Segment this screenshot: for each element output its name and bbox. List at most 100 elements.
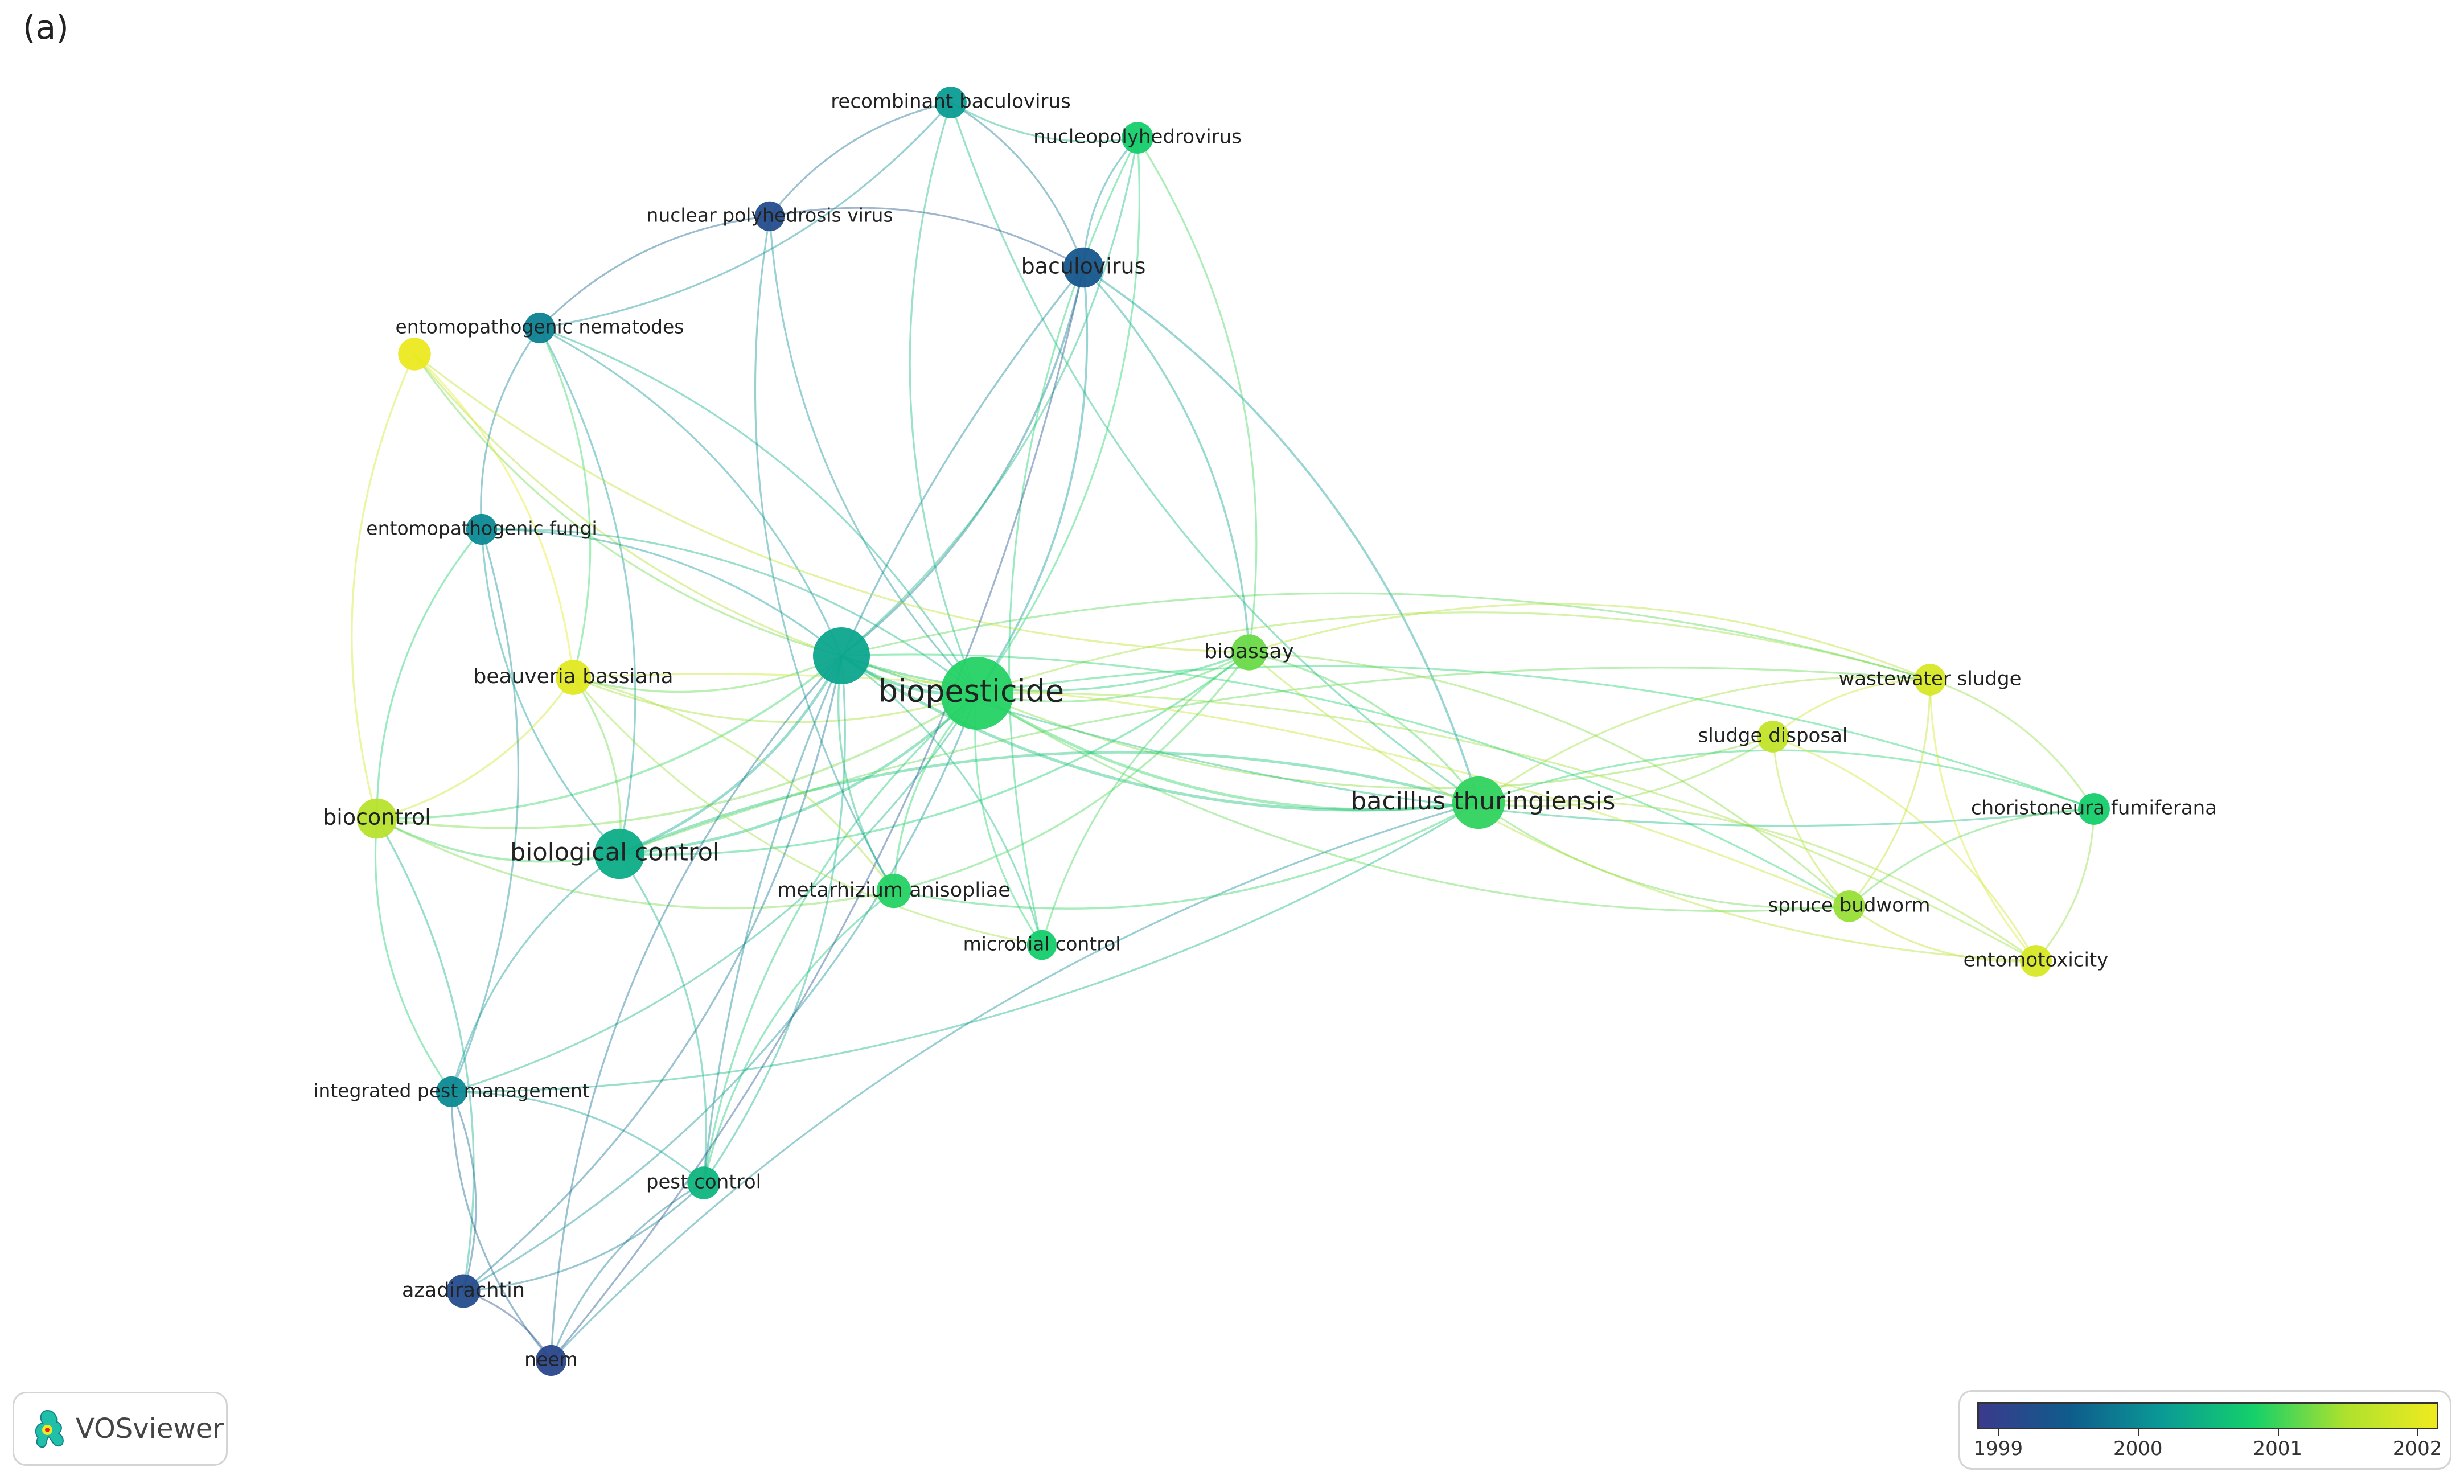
link-bacillus-baculovirus: [1082, 266, 1480, 803]
link-neem-hub: [550, 655, 843, 1361]
vosviewer-logo[interactable]: VOSviewer: [13, 1392, 228, 1466]
legend-gradient-bar: [1977, 1402, 2438, 1429]
link-hub-bioassay: [841, 651, 1250, 692]
label-epn: entomopathogenic nematodes: [395, 316, 684, 338]
link-biocontrol-ipm: [374, 818, 453, 1092]
link-biocontrol-azadirachtin: [376, 818, 475, 1292]
legend-year-label: 2001: [2253, 1437, 2302, 1460]
link-bioassay-metarhizium: [893, 651, 1250, 892]
label-ipm: integrated pest management: [313, 1080, 590, 1102]
link-hub-yellow: [413, 353, 842, 657]
link-bioassay-spruce: [1249, 651, 1850, 907]
link-nucleopoly-recombinant: [950, 101, 1138, 143]
node-beauveria[interactable]: [556, 660, 591, 695]
node-bioassay[interactable]: [1231, 634, 1267, 671]
label-azadirachtin: azadirachtin: [402, 1279, 525, 1302]
link-hub-bacillus: [840, 654, 1479, 812]
label-bioctrl: biological control: [510, 838, 720, 867]
link-biopesticide-nucleopoly: [976, 137, 1141, 694]
link-azadirachtin-hub: [462, 655, 843, 1292]
link-bacillus-metarhizium: [893, 801, 1479, 910]
node-microbial[interactable]: [1026, 930, 1057, 960]
node-hub[interactable]: [813, 627, 870, 684]
node-sludge[interactable]: [1757, 721, 1789, 753]
node-bioctrl[interactable]: [594, 828, 645, 879]
link-biopesticide-beauveria: [573, 676, 978, 723]
legend-tick: [2277, 1429, 2279, 1436]
node-epn[interactable]: [524, 312, 556, 344]
label-nucleopoly: nucleopolyhedrovirus: [1033, 126, 1242, 149]
link-hub-epn: [539, 327, 843, 656]
link-hub-epf: [481, 528, 843, 657]
link-hub-nucleopoly: [840, 137, 1139, 657]
link-wastewater-sludge: [1772, 679, 1931, 738]
label-bioassay: bioassay: [1204, 640, 1294, 663]
link-bacillus-bioctrl: [619, 750, 1479, 856]
node-choristoneura[interactable]: [2078, 793, 2110, 825]
label-spruce: spruce budworm: [1768, 894, 1930, 917]
link-bacillus-sludge: [1478, 735, 1773, 808]
link-biocontrol-metarhizium: [376, 817, 894, 910]
panel-label: (a): [23, 8, 69, 47]
node-biopesticide[interactable]: [941, 657, 1013, 730]
link-bioctrl-wastewater: [619, 667, 1931, 855]
node-bacillus[interactable]: [1452, 776, 1505, 829]
link-wastewater-spruce: [1848, 679, 1931, 907]
link-biopesticide-bacillus: [976, 692, 1479, 811]
link-npv-metarhizium: [754, 216, 895, 891]
link-beauveria-microbial: [572, 676, 1042, 946]
link-bacillus-recombinant: [950, 102, 1479, 804]
node-recombinant[interactable]: [935, 87, 967, 118]
node-baculovirus[interactable]: [1063, 247, 1104, 288]
link-hub-microbial: [841, 655, 1043, 946]
node-ipm[interactable]: [436, 1076, 467, 1108]
node-nucleopoly[interactable]: [1122, 122, 1153, 154]
link-bacillus-wastewater: [1478, 676, 1931, 804]
link-baculovirus-npv: [769, 207, 1084, 269]
legend-tick: [2417, 1429, 2419, 1436]
link-wastewater-choristoneura: [1929, 679, 2095, 809]
node-neem[interactable]: [535, 1345, 567, 1376]
link-ipm-epf: [450, 529, 519, 1092]
node-biocontrol[interactable]: [356, 798, 397, 839]
link-epn-epf: [480, 327, 541, 530]
link-biopesticide-ipm: [451, 693, 978, 1093]
link-ipm-neem: [450, 1091, 552, 1362]
link-pestcontrol-azadirachtin: [463, 1182, 705, 1292]
link-biopesticide-epf: [481, 528, 978, 694]
link-neem-baculovirus: [550, 267, 1085, 1362]
link-epn-recombinant: [539, 101, 952, 329]
app-name: VOSviewer: [76, 1413, 224, 1445]
label-wastewater: wastewater sludge: [1838, 668, 2021, 690]
link-bacillus-ipm: [451, 801, 1479, 1093]
legend-year-label: 2000: [2113, 1437, 2163, 1460]
node-metarhizium[interactable]: [876, 873, 911, 909]
link-yellow-bioassay: [413, 353, 1250, 653]
link-wastewater-entomotox: [1929, 679, 2037, 962]
link-bioassay-microbial: [1041, 651, 1250, 946]
node-azadirachtin[interactable]: [446, 1274, 481, 1308]
node-wastewater[interactable]: [1914, 664, 1946, 696]
link-hub-wastewater: [841, 592, 1931, 681]
node-yellow[interactable]: [398, 338, 431, 371]
link-biopesticide-npv: [769, 216, 978, 694]
node-epf[interactable]: [466, 513, 498, 545]
legend-year-label: 1999: [1973, 1437, 2023, 1460]
link-spruce-entomotox: [1849, 905, 2036, 963]
link-npv-recombinant: [769, 101, 951, 217]
link-bioctrl-biocontrol: [376, 817, 620, 863]
link-baculovirus-pestcontrol: [703, 266, 1085, 1183]
node-npv[interactable]: [754, 201, 785, 232]
link-biopesticide-epn: [539, 327, 978, 694]
link-beauveria-spruce: [573, 673, 1850, 907]
node-spruce[interactable]: [1833, 890, 1865, 922]
node-pestcontrol[interactable]: [687, 1166, 720, 1199]
link-biopesticide-choristoneura: [976, 665, 2095, 810]
label-metarhizium: metarhizium anisopliae: [777, 879, 1011, 902]
link-epn-npv: [539, 215, 770, 329]
node-entomotox[interactable]: [2020, 945, 2052, 977]
label-pestcontrol: pest control: [646, 1171, 761, 1194]
link-biopesticide-bioassay: [976, 651, 1250, 703]
